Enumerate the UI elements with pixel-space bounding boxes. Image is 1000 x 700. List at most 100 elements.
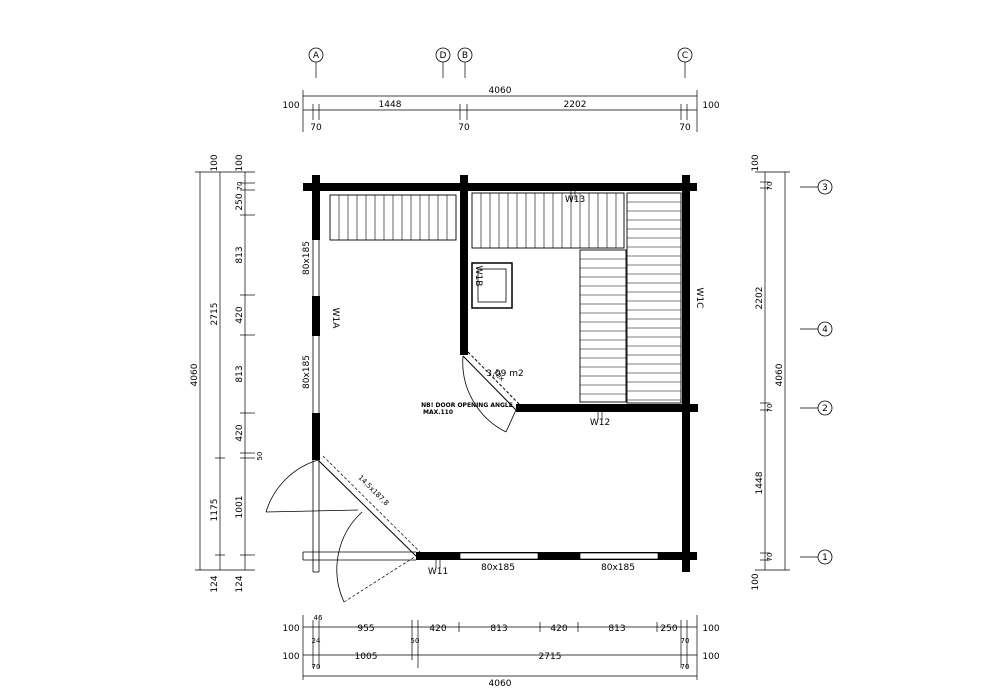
wall-right bbox=[682, 175, 690, 572]
stove bbox=[471, 262, 513, 309]
svg-text:2715: 2715 bbox=[210, 303, 220, 326]
svg-text:70: 70 bbox=[766, 553, 774, 562]
wall-corner-bottom-right bbox=[682, 552, 690, 572]
wall-bottom bbox=[416, 552, 697, 560]
grid-bubble-1: 1 bbox=[800, 549, 833, 565]
svg-text:813: 813 bbox=[235, 365, 245, 382]
left-dimensions: 4060 2715 1175 124 100 100 70 250 813 42… bbox=[190, 154, 264, 592]
window-label-w1c: W1C bbox=[694, 288, 704, 309]
bench-right-vertical bbox=[626, 192, 682, 404]
window-label-w11: W11 bbox=[428, 567, 448, 577]
wall-interior-vertical bbox=[460, 175, 468, 355]
entry-door bbox=[265, 455, 421, 603]
svg-text:1: 1 bbox=[822, 553, 828, 563]
svg-text:70: 70 bbox=[236, 182, 244, 191]
walls bbox=[303, 175, 698, 572]
left-wall-windows bbox=[302, 240, 416, 573]
top-overall-dim: 4060 bbox=[489, 86, 512, 96]
svg-text:420: 420 bbox=[235, 424, 245, 441]
svg-text:3: 3 bbox=[822, 183, 828, 193]
bottom-overall-dim: 4060 bbox=[489, 679, 512, 689]
left-overall-dim: 4060 bbox=[190, 363, 200, 386]
svg-text:420: 420 bbox=[235, 306, 245, 323]
svg-text:70: 70 bbox=[766, 404, 774, 413]
svg-text:1448: 1448 bbox=[755, 471, 765, 494]
svg-text:100: 100 bbox=[210, 154, 220, 171]
grid-bubble-a: A bbox=[308, 47, 324, 78]
svg-text:C: C bbox=[682, 51, 688, 61]
svg-text:420: 420 bbox=[550, 624, 567, 634]
grid-bubble-4: 4 bbox=[800, 321, 833, 337]
svg-text:70: 70 bbox=[681, 637, 690, 645]
svg-text:2202: 2202 bbox=[755, 287, 765, 310]
svg-text:420: 420 bbox=[429, 624, 446, 634]
svg-text:70: 70 bbox=[312, 663, 321, 671]
room-area-label: 3,09 m2 bbox=[486, 369, 523, 379]
svg-text:100: 100 bbox=[235, 154, 245, 171]
grid-bubble-d: D bbox=[435, 47, 451, 78]
opening-label-bottom-1: 80x185 bbox=[481, 563, 515, 573]
svg-text:955: 955 bbox=[357, 624, 374, 634]
svg-text:70: 70 bbox=[679, 123, 691, 133]
svg-text:70: 70 bbox=[458, 123, 470, 133]
interior-door bbox=[462, 351, 521, 433]
svg-text:4: 4 bbox=[822, 325, 828, 335]
window-label-w1a: W1A bbox=[330, 308, 340, 330]
top-dimensions: 4060 100 100 1448 2202 70 70 70 bbox=[282, 86, 719, 133]
grid-bubble-2: 2 bbox=[800, 400, 833, 416]
top-right-end-dim: 100 bbox=[702, 101, 719, 111]
svg-text:70: 70 bbox=[310, 123, 322, 133]
opening-label-bottom-2: 80x185 bbox=[601, 563, 635, 573]
svg-text:100: 100 bbox=[702, 624, 719, 634]
bench-right-lower bbox=[579, 249, 627, 403]
wall-left-lower bbox=[312, 413, 320, 460]
door-note-line2: MAX.110 bbox=[423, 409, 453, 416]
bottom-dimensions: 100 955 420 813 420 813 250 100 46 24 50… bbox=[282, 614, 719, 689]
svg-text:813: 813 bbox=[490, 624, 507, 634]
top-left-end-dim: 100 bbox=[282, 101, 299, 111]
door-note-line1: NB! DOOR OPENING ANGLE bbox=[421, 402, 513, 409]
svg-text:70: 70 bbox=[681, 663, 690, 671]
top-seg1-dim: 1448 bbox=[379, 100, 402, 110]
window-markers bbox=[435, 190, 603, 568]
svg-text:1005: 1005 bbox=[355, 652, 378, 662]
svg-text:1175: 1175 bbox=[210, 499, 220, 522]
svg-text:100: 100 bbox=[751, 573, 761, 590]
bottom-wall-windows bbox=[459, 552, 659, 560]
svg-text:250: 250 bbox=[660, 624, 677, 634]
svg-text:100: 100 bbox=[282, 624, 299, 634]
bench-top-right bbox=[471, 192, 625, 249]
svg-text:250: 250 bbox=[235, 193, 245, 210]
svg-text:2715: 2715 bbox=[539, 652, 562, 662]
svg-text:100: 100 bbox=[702, 652, 719, 662]
svg-text:24: 24 bbox=[312, 637, 321, 645]
svg-text:50: 50 bbox=[411, 637, 420, 645]
wall-left-mid bbox=[312, 296, 320, 336]
svg-text:813: 813 bbox=[235, 246, 245, 263]
svg-text:813: 813 bbox=[608, 624, 625, 634]
right-dimensions: 100 70 2202 70 1448 70 100 4060 bbox=[751, 154, 790, 591]
svg-text:2: 2 bbox=[822, 404, 828, 414]
wall-interior-horizontal bbox=[516, 404, 698, 412]
top-seg2-dim: 2202 bbox=[564, 100, 587, 110]
svg-text:B: B bbox=[462, 51, 468, 61]
wall-top bbox=[303, 183, 697, 191]
svg-text:1001: 1001 bbox=[235, 496, 245, 519]
opening-label-left-top: 80x185 bbox=[302, 241, 312, 275]
grid-bubble-c: C bbox=[677, 47, 693, 78]
svg-text:A: A bbox=[313, 51, 320, 61]
window-label-w12: W12 bbox=[590, 418, 610, 428]
svg-text:46: 46 bbox=[314, 614, 323, 622]
svg-text:70: 70 bbox=[766, 182, 774, 191]
bench-top-left bbox=[329, 194, 457, 241]
svg-text:100: 100 bbox=[282, 652, 299, 662]
window-label-w1b: W1B bbox=[473, 266, 483, 287]
svg-text:124: 124 bbox=[210, 575, 220, 592]
svg-text:124: 124 bbox=[235, 575, 245, 592]
svg-text:50: 50 bbox=[256, 452, 264, 461]
wall-left-upper bbox=[312, 183, 320, 240]
grid-bubble-3: 3 bbox=[800, 179, 833, 195]
right-overall-dim: 4060 bbox=[775, 363, 785, 386]
grid-bubble-b: B bbox=[457, 47, 473, 78]
